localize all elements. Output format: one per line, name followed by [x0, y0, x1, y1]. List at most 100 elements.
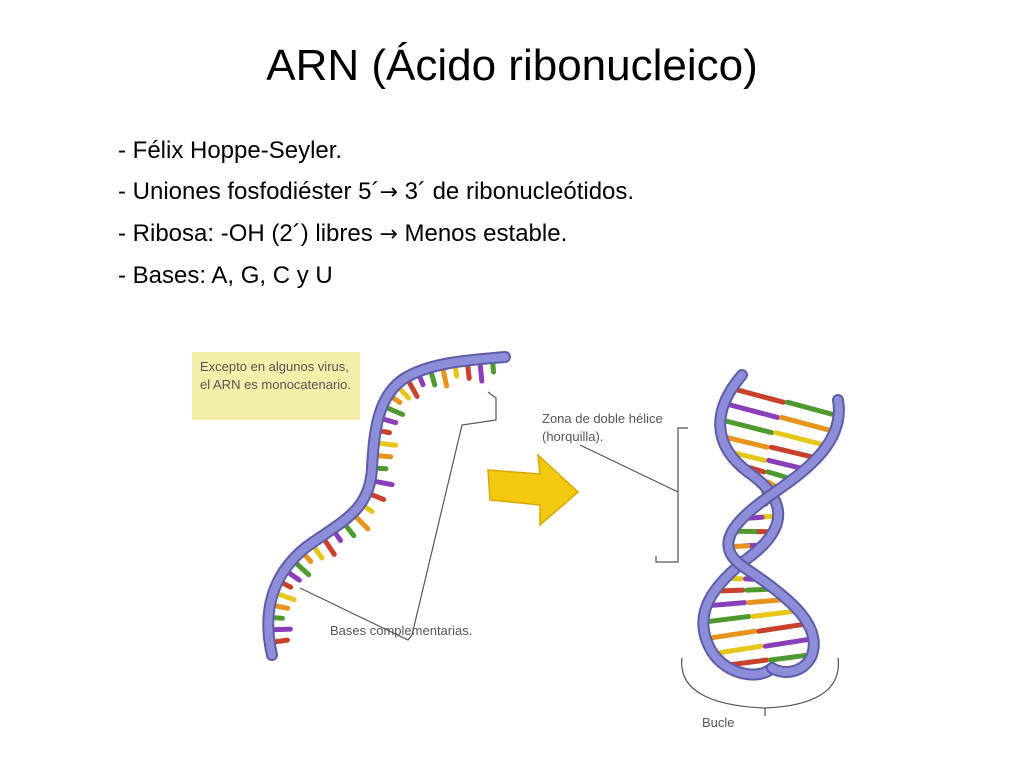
- bullet-item: - Félix Hoppe-Seyler.: [118, 130, 918, 171]
- bullet-text: - Ribosa: -OH (2´) libres: [118, 220, 380, 247]
- nucleotide-base: [734, 564, 744, 572]
- nucleotide-base: [739, 514, 765, 522]
- nucleotide-base: [779, 414, 838, 435]
- zona-bracket: [655, 427, 688, 563]
- nucleotide-base: [379, 403, 406, 418]
- nucleotide-base: [710, 643, 764, 657]
- nucleotide-base: [464, 357, 472, 381]
- nucleotide-base: [340, 519, 357, 539]
- nucleotide-base: [729, 385, 786, 405]
- nucleotide-base: [415, 369, 426, 388]
- rna-hairpin-strand-a-shadow: [697, 369, 785, 681]
- nucleotide-base: [393, 382, 412, 401]
- bullet-item: - Bases: A, G, C y U: [118, 255, 918, 296]
- transition-arrow-icon: [487, 453, 580, 527]
- nucleotide-base: [736, 461, 767, 475]
- nucleotide-base: [329, 526, 343, 543]
- nucleotide-base: [743, 576, 765, 583]
- bucle-bracket: [681, 657, 839, 709]
- rna-hairpin-strand-a: [699, 371, 783, 679]
- nucleotide-base: [765, 469, 796, 482]
- nucleotide-base: [267, 637, 290, 646]
- nucleotide-base: [704, 600, 748, 609]
- nucleotide-base: [700, 613, 752, 625]
- nucleotide-base: [370, 452, 394, 460]
- nucleotide-base: [733, 555, 748, 564]
- nucleotide-base: [761, 483, 768, 495]
- nucleotide-base: [750, 608, 801, 619]
- bullet-item: - Uniones fosfodiéster 5´→ 3´ de ribonuc…: [118, 171, 918, 213]
- nucleotide-base: [759, 497, 778, 507]
- bucle-label: Bucle: [702, 715, 735, 730]
- nucleotide-base: [265, 626, 293, 633]
- bullet-text: Menos estable.: [397, 220, 568, 247]
- nucleotide-base: [744, 586, 778, 593]
- nucleotide-base: [375, 415, 399, 426]
- nucleotide-base: [722, 657, 770, 668]
- nucleotide-base: [749, 472, 767, 485]
- nucleotide-base: [477, 356, 485, 384]
- nucleotide-base: [439, 361, 450, 389]
- nucleotide-base: [754, 670, 773, 677]
- nucleotide-base: [371, 440, 399, 448]
- slide-title: ARN (Ácido ribonucleico): [266, 41, 758, 90]
- nucleotide-base: [742, 566, 752, 573]
- bullet-list: - Félix Hoppe-Seyler. - Uniones fosfodié…: [118, 130, 918, 296]
- bullet-text: - Bases: A, G, C y U: [118, 262, 333, 289]
- nucleotide-base: [489, 355, 497, 375]
- nucleotide-base: [290, 557, 312, 578]
- nucleotide-base: [368, 478, 395, 488]
- nucleotide-base: [770, 664, 805, 673]
- bullet-text: - Félix Hoppe-Seyler.: [118, 137, 343, 164]
- bases-bracket: [299, 391, 497, 641]
- nucleotide-base: [275, 578, 294, 590]
- nucleotide-base: [267, 602, 291, 611]
- nucleotide-base: [452, 359, 460, 379]
- nucleotide-base: [771, 669, 790, 676]
- nucleotide-base: [755, 513, 781, 520]
- note-box: Excepto en algunos virus, el ARN es mono…: [192, 352, 360, 420]
- nucleotide-base: [773, 430, 830, 449]
- nucleotide-base: [298, 548, 314, 565]
- rna-hairpin-strand-b: [724, 396, 843, 676]
- nucleotide-base: [270, 589, 297, 603]
- nucleotide-base: [358, 501, 375, 515]
- nucleotide-base: [703, 628, 758, 642]
- bases-label: Bases complementarias.: [330, 623, 473, 638]
- bullet-item: - Ribosa: -OH (2´) libres → Menos establ…: [118, 213, 918, 255]
- rna-hairpin-strand-b-shadow: [722, 394, 845, 678]
- bullet-text: 3´ de ribonucleótidos.: [397, 178, 635, 205]
- nucleotide-base: [282, 567, 302, 583]
- right-arrow-icon: →: [379, 180, 398, 205]
- nucleotide-base: [712, 587, 746, 594]
- nucleotide-base: [738, 553, 754, 561]
- nucleotide-base: [369, 465, 389, 472]
- nucleotide-base: [746, 596, 790, 606]
- nucleotide-base: [768, 444, 820, 461]
- bullet-text: - Uniones fosfodiéster 5´: [118, 178, 380, 205]
- nucleotide-base: [762, 636, 816, 649]
- nucleotide-base: [309, 540, 325, 561]
- nucleotide-base: [385, 392, 403, 405]
- nucleotide-base: [765, 479, 783, 492]
- nucleotide-base: [764, 489, 771, 501]
- nucleotide-base: [766, 457, 808, 472]
- nucleotide-base: [722, 575, 745, 582]
- nucleotide-base: [725, 543, 751, 550]
- zona-label: Zona de doble hélice (horquilla).: [542, 411, 663, 444]
- nucleotide-base: [403, 374, 420, 399]
- right-arrow-icon: →: [379, 222, 398, 247]
- nucleotide-base: [364, 490, 387, 502]
- nucleotide-base: [756, 621, 811, 634]
- nucleotide-base: [768, 652, 815, 663]
- nucleotide-base: [349, 510, 371, 532]
- zona-pointer-line: [579, 444, 679, 493]
- nucleotide-base: [319, 533, 337, 557]
- nucleotide-base: [784, 399, 842, 419]
- nucleotide-base: [751, 501, 769, 511]
- nucleotide-base: [737, 667, 772, 676]
- nucleotide-base: [717, 417, 775, 436]
- nucleotide-base: [721, 400, 781, 420]
- nucleotide-base: [266, 614, 285, 621]
